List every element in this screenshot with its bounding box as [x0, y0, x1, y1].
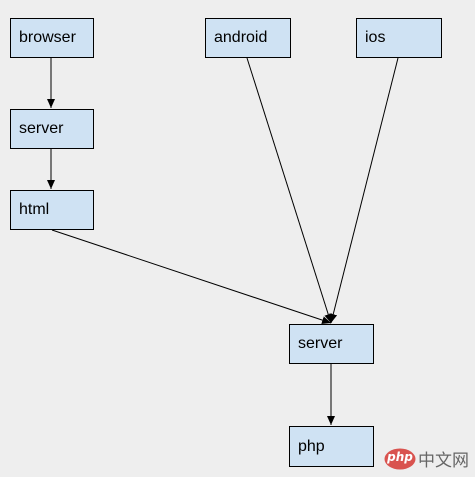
edge-ios-server	[329, 57, 399, 324]
site-watermark: php 中文网	[384, 446, 469, 471]
node-browser: browser	[10, 18, 94, 58]
node-server-bottom: server	[289, 324, 374, 364]
node-android: android	[205, 18, 291, 58]
php-logo-icon: php	[384, 448, 416, 470]
node-server-top: server	[10, 109, 94, 149]
edge-html-server	[51, 229, 332, 324]
node-server-top-label: server	[19, 120, 64, 137]
node-server-bottom-label: server	[298, 335, 343, 352]
node-browser-label: browser	[19, 29, 76, 46]
watermark-text: 中文网	[418, 451, 469, 471]
edge-android-server	[246, 57, 333, 324]
node-android-label: android	[214, 29, 268, 46]
node-php-label: php	[298, 437, 325, 455]
watermark-badge-text: php	[387, 449, 413, 464]
node-php: php	[289, 426, 374, 467]
node-ios-label: ios	[365, 29, 386, 46]
node-ios: ios	[356, 18, 442, 58]
node-html: html	[10, 190, 94, 230]
node-html-label: html	[19, 201, 50, 218]
